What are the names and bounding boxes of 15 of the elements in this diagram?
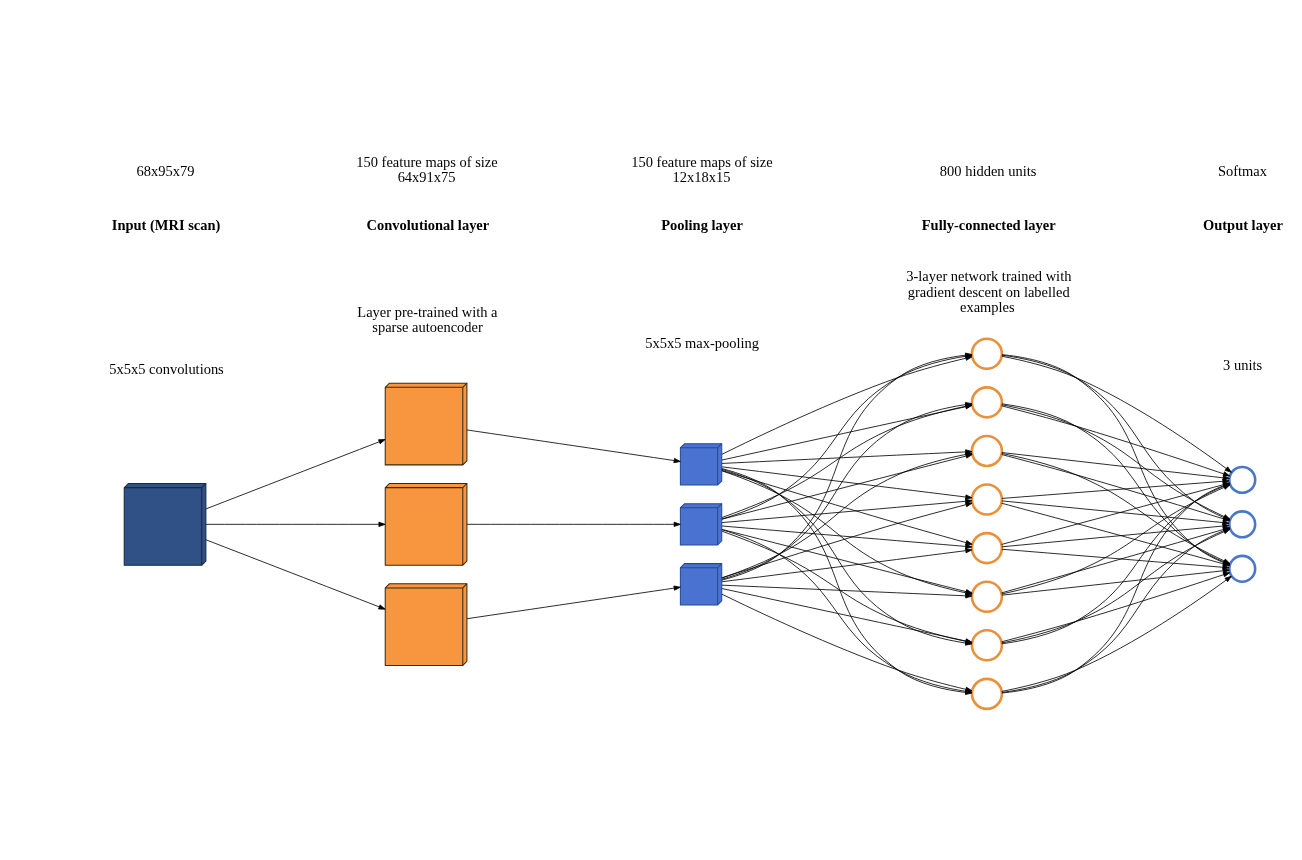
label: 150 feature maps of size 64x91x75 xyxy=(356,153,498,186)
label: 150 feature maps of size 12x18x15 xyxy=(631,153,773,186)
label: Convolutional layer xyxy=(366,217,490,234)
label: 3 units xyxy=(1223,356,1263,373)
label: 68x95x79 xyxy=(136,162,195,179)
label: 5x5x5 max-pooling xyxy=(645,335,759,352)
label: Pooling layer xyxy=(661,217,743,234)
label: Fully-connected layer xyxy=(921,217,1056,234)
label: 5x5x5 convolutions xyxy=(109,361,224,378)
label: Input (MRI scan) xyxy=(111,217,221,234)
label: Softmax xyxy=(1217,162,1267,179)
label: 3-layer network trained with gradient descent on labelled examples xyxy=(906,268,1072,316)
label: Output layer xyxy=(1202,217,1283,234)
label: 800 hidden units xyxy=(939,162,1037,179)
label: Layer pre-trained with a sparse autoencoder xyxy=(357,303,498,336)
